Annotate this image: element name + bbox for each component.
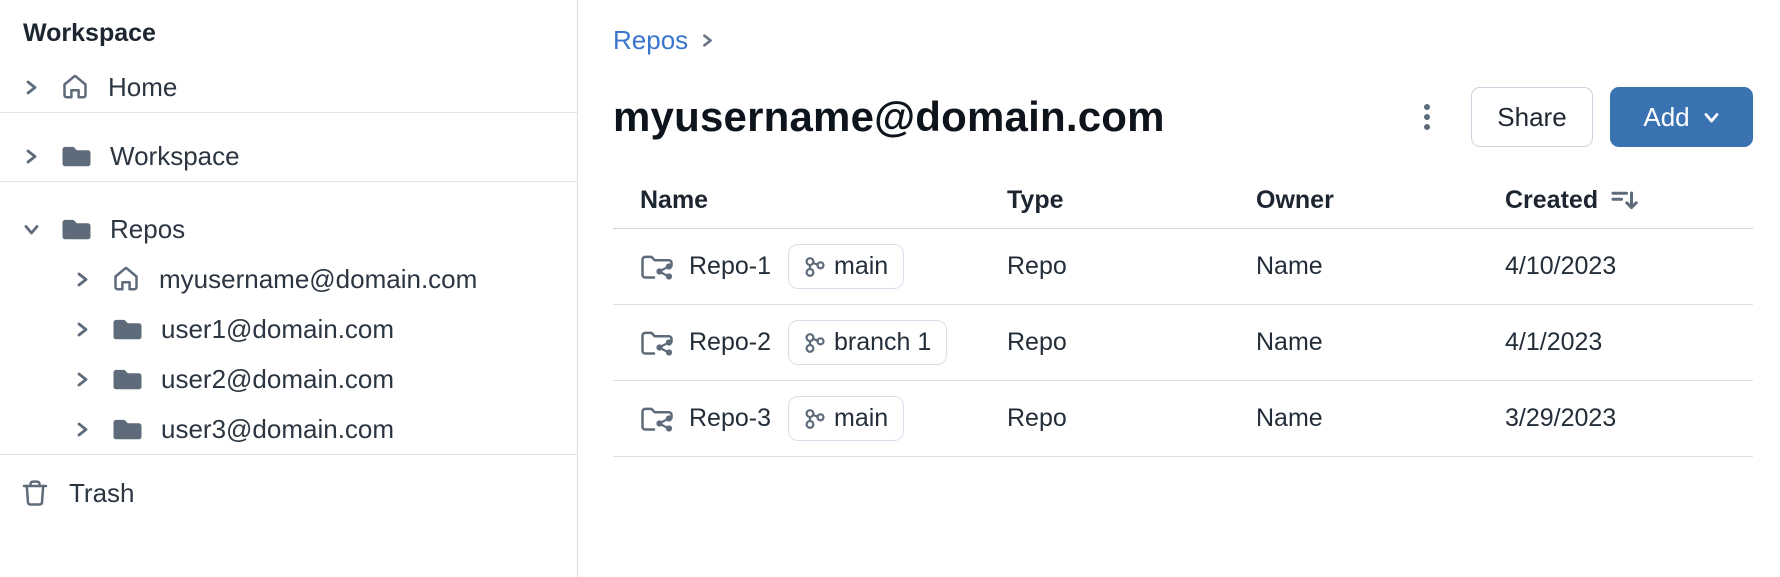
chevron-down-icon[interactable]: [23, 221, 40, 238]
cell-owner: Name: [1256, 404, 1323, 432]
sidebar-item-label: user3@domain.com: [161, 413, 395, 444]
sidebar-divider: [0, 181, 577, 182]
folder-icon: [111, 414, 143, 444]
chevron-right-icon[interactable]: [23, 148, 40, 165]
branch-badge[interactable]: main: [788, 396, 905, 441]
sidebar-item-label: Home: [108, 71, 178, 102]
cell-created: 4/10/2023: [1505, 252, 1617, 280]
sidebar-item-label: user2@domain.com: [161, 363, 395, 394]
breadcrumb-chevron-icon: [700, 33, 715, 48]
column-header-name[interactable]: Name: [640, 185, 709, 214]
repos-table: Name Type Owner Created Repo-1 main Repo…: [613, 172, 1753, 457]
sidebar-item-user1[interactable]: user1@domain.com: [0, 304, 577, 354]
chevron-down-icon: [1703, 109, 1720, 126]
table-header-row: Name Type Owner Created: [613, 172, 1753, 229]
table-row[interactable]: Repo-1 main Repo Name 4/10/2023: [613, 229, 1753, 305]
sidebar-item-workspace[interactable]: Workspace: [0, 131, 577, 181]
sort-descending-icon: [1611, 189, 1638, 211]
page-header: myusername@domain.com Share Add: [613, 86, 1753, 148]
git-branch-icon: [804, 408, 825, 429]
chevron-right-icon[interactable]: [74, 321, 91, 338]
branch-badge-label: main: [834, 252, 889, 280]
add-button-label: Add: [1643, 101, 1690, 132]
breadcrumb-link-repos[interactable]: Repos: [613, 24, 689, 55]
column-header-type[interactable]: Type: [1007, 185, 1064, 214]
cell-created: 3/29/2023: [1505, 404, 1617, 432]
repo-name-link[interactable]: Repo-1: [689, 252, 771, 280]
folder-icon: [60, 214, 92, 244]
sidebar-title: Workspace: [23, 19, 156, 47]
column-header-owner[interactable]: Owner: [1256, 185, 1334, 214]
sidebar-item-label: Trash: [69, 477, 135, 508]
cell-owner: Name: [1256, 328, 1323, 356]
git-branch-icon: [804, 332, 825, 353]
repo-name-link[interactable]: Repo-2: [689, 328, 771, 356]
branch-badge-label: branch 1: [834, 328, 932, 356]
table-row[interactable]: Repo-2 branch 1 Repo Name 4/1/2023: [613, 305, 1753, 381]
column-header-created[interactable]: Created: [1505, 186, 1753, 215]
add-button[interactable]: Add: [1610, 87, 1753, 147]
home-icon: [111, 264, 141, 294]
folder-icon: [60, 141, 92, 171]
sidebar-item-label: user1@domain.com: [161, 313, 395, 344]
sidebar-item-user2[interactable]: user2@domain.com: [0, 354, 577, 404]
sidebar-item-user3[interactable]: user3@domain.com: [0, 404, 577, 454]
branch-badge-label: main: [834, 404, 889, 432]
cell-owner: Name: [1256, 252, 1323, 280]
header-actions: Share Add: [1407, 87, 1753, 147]
cell-type: Repo: [1007, 328, 1067, 356]
folder-icon: [111, 364, 143, 394]
folder-icon: [111, 314, 143, 344]
sidebar-item-home[interactable]: Home: [0, 62, 577, 112]
sidebar-item-trash[interactable]: Trash: [0, 468, 577, 518]
cell-created: 4/1/2023: [1505, 328, 1603, 356]
repo-icon: [640, 252, 674, 282]
git-branch-icon: [804, 256, 825, 277]
cell-type: Repo: [1007, 404, 1067, 432]
sidebar-item-label: Repos: [110, 213, 186, 244]
main-content: Repos myusername@domain.com Share Add Na…: [578, 0, 1780, 577]
branch-badge[interactable]: main: [788, 244, 905, 289]
repo-name-link[interactable]: Repo-3: [689, 404, 771, 432]
repo-icon: [640, 404, 674, 434]
workspace-sidebar: Workspace Home Workspace Repos myusernam…: [0, 0, 578, 577]
sidebar-item-label: Workspace: [110, 140, 240, 171]
sidebar-item-repos[interactable]: Repos: [0, 204, 577, 254]
cell-type: Repo: [1007, 252, 1067, 280]
table-row[interactable]: Repo-3 main Repo Name 3/29/2023: [613, 381, 1753, 457]
chevron-right-icon[interactable]: [74, 371, 91, 388]
kebab-menu-button[interactable]: [1407, 91, 1447, 143]
home-icon: [60, 72, 90, 102]
kebab-icon: [1421, 102, 1433, 132]
sidebar-divider: [0, 454, 577, 455]
chevron-right-icon[interactable]: [23, 79, 40, 96]
chevron-right-icon[interactable]: [74, 421, 91, 438]
chevron-right-icon[interactable]: [74, 271, 91, 288]
page-title: myusername@domain.com: [613, 93, 1165, 140]
sidebar-item-label: myusername@domain.com: [159, 263, 478, 294]
repo-icon: [640, 328, 674, 358]
sidebar-divider: [0, 112, 577, 113]
share-button[interactable]: Share: [1471, 87, 1593, 147]
branch-badge[interactable]: branch 1: [788, 320, 948, 365]
breadcrumb: Repos: [613, 24, 1753, 56]
trash-icon: [20, 478, 50, 508]
sidebar-item-myusername[interactable]: myusername@domain.com: [0, 254, 577, 304]
